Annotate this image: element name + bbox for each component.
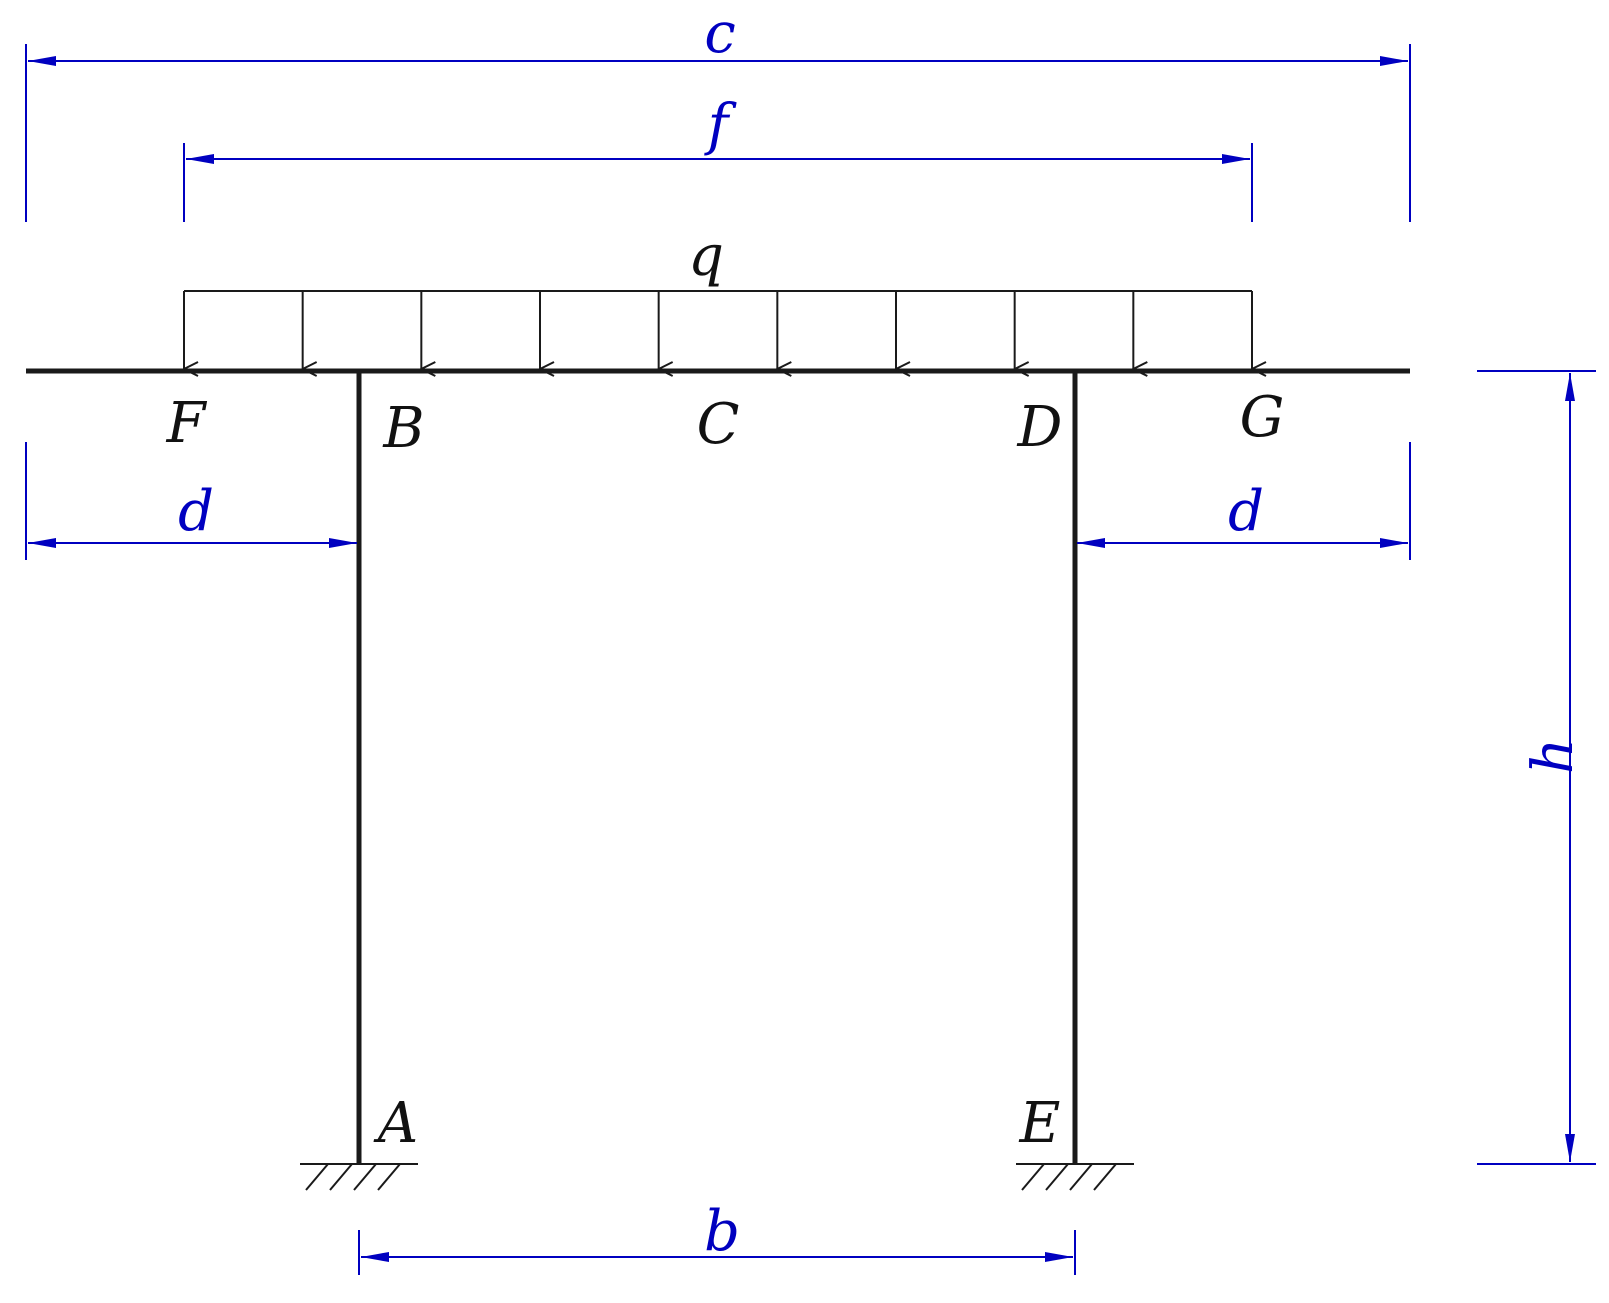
dim-label-c: c — [704, 1, 735, 66]
frame-structure — [26, 368, 1410, 1163]
support-E — [1016, 1163, 1134, 1191]
dim-label-b: b — [704, 1199, 740, 1264]
dimension-d-right: d — [1077, 442, 1411, 560]
dimension-d-left: d — [25, 442, 357, 560]
dim-label-d-right: d — [1228, 479, 1264, 544]
label-G: G — [1240, 385, 1285, 450]
support-A — [300, 1163, 418, 1191]
dim-label-h: h — [1521, 738, 1586, 774]
dim-label-d-left: d — [178, 479, 214, 544]
label-A: A — [373, 1091, 418, 1156]
dimension-b: b — [358, 1199, 1076, 1275]
dimension-f: f — [183, 93, 1253, 222]
load-label-q: q — [688, 224, 724, 289]
label-D: D — [1017, 395, 1063, 460]
distributed-load: q — [184, 224, 1252, 369]
point-labels: F B C D G A E — [166, 385, 1285, 1156]
label-B: B — [382, 396, 424, 461]
label-C: C — [697, 392, 740, 457]
dimension-h: h — [1477, 370, 1596, 1165]
label-E: E — [1019, 1091, 1061, 1156]
dim-label-f: f — [704, 93, 738, 158]
dimension-c: c — [25, 1, 1411, 222]
label-F: F — [166, 391, 208, 456]
load-arrows — [184, 291, 1252, 369]
